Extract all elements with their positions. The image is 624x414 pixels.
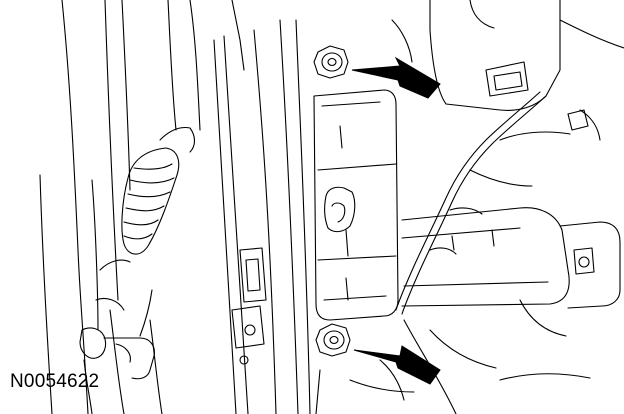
callout-arrow-lower <box>353 345 441 385</box>
wire-harness <box>395 91 601 315</box>
callout-arrow-upper <box>351 56 441 99</box>
mounting-bracket <box>313 89 399 321</box>
arrow-left-icon <box>353 345 441 385</box>
lower-bolt <box>315 323 351 357</box>
cross-member <box>401 207 621 414</box>
upper-bolt <box>313 45 349 79</box>
door-frame-left <box>39 0 245 414</box>
arrow-left-icon <box>351 56 441 99</box>
b-pillar <box>213 19 311 414</box>
hinge-assembly <box>79 289 155 414</box>
figure-reference-code: N0054622 <box>10 371 100 392</box>
wiring-conduit <box>95 126 196 311</box>
lower-details <box>315 359 415 414</box>
